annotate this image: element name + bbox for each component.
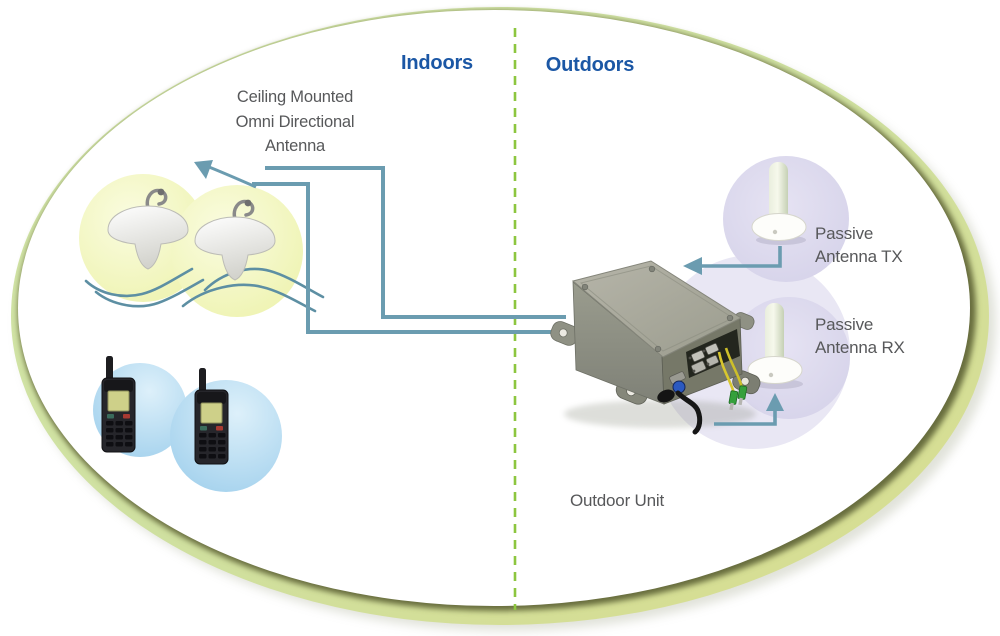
passive-antenna-rx-label: Passive Antenna RX bbox=[815, 314, 925, 359]
connector-ports bbox=[688, 343, 719, 374]
passive-antenna-tx-label: Passive Antenna TX bbox=[815, 223, 925, 268]
passive-antenna-tx-label-line1: Passive bbox=[815, 224, 874, 243]
passive-antenna-rx-label-line2: Antenna RX bbox=[815, 337, 905, 357]
cable-line-upper bbox=[265, 166, 566, 319]
ceiling-antenna-label-line1: Ceiling Mounted bbox=[236, 88, 354, 106]
fiber-cables bbox=[717, 347, 748, 411]
passive-antenna-rx-label-line1: Passive bbox=[815, 315, 874, 334]
outdoor-unit-label: Outdoor Unit bbox=[570, 491, 664, 510]
outdoor-unit-icon bbox=[550, 260, 761, 435]
cable-line-lower bbox=[252, 182, 556, 334]
zone-label-outdoors: Outdoors bbox=[545, 54, 635, 76]
cable-curve-to-antenna bbox=[208, 165, 257, 189]
ceiling-antenna-left-icon bbox=[107, 188, 189, 270]
arrowhead-tx-to-unit bbox=[683, 257, 702, 275]
arrowhead-unit-to-rx bbox=[766, 393, 784, 411]
zone-label-indoors: Indoors bbox=[401, 52, 473, 74]
black-connector bbox=[657, 389, 675, 403]
rx-antenna-cable bbox=[714, 393, 784, 426]
satellite-phone-left-icon bbox=[101, 356, 136, 453]
tx-antenna-cable bbox=[683, 246, 782, 275]
ceiling-antenna-label-line2: Omni Directional bbox=[235, 112, 355, 131]
passive-antenna-tx-label-line2: Antenna TX bbox=[815, 246, 903, 266]
satellite-phone-right-icon bbox=[194, 368, 229, 465]
ceiling-antenna-label: Ceiling Mounted Omni Directional Antenna bbox=[210, 85, 380, 159]
passive-antenna-rx-icon bbox=[747, 303, 803, 389]
passive-antenna-tx-icon bbox=[751, 162, 807, 245]
ceiling-antenna-right-icon bbox=[194, 199, 276, 281]
black-cable bbox=[675, 390, 703, 435]
arrowhead-to-ceiling-antenna bbox=[194, 160, 213, 179]
ceiling-antenna-label-line3: Antenna bbox=[264, 137, 326, 155]
signal-waves-icon bbox=[84, 267, 325, 313]
